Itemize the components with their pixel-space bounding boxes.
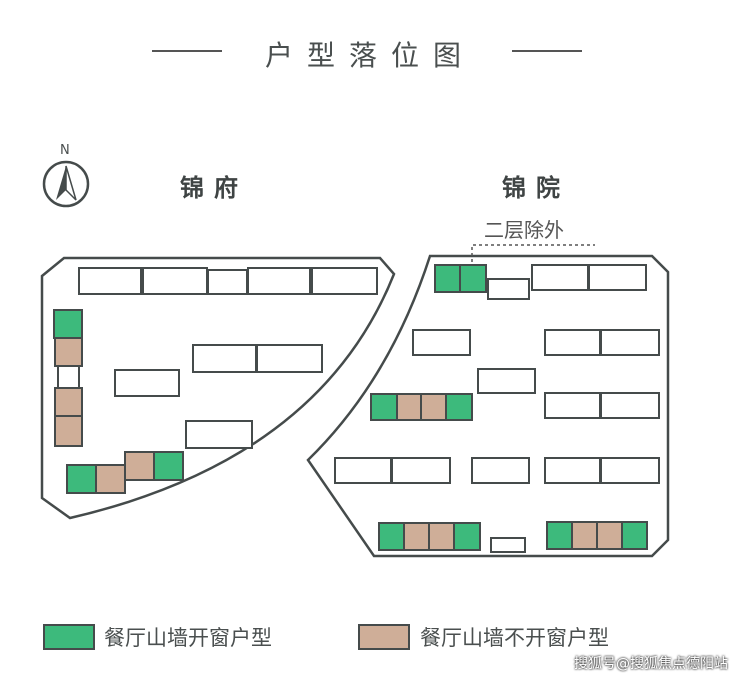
legend-swatch-green xyxy=(43,624,95,650)
building xyxy=(477,368,536,394)
building xyxy=(247,267,311,295)
watermark: 搜狐号@搜狐焦点德阳站 xyxy=(574,656,728,672)
building xyxy=(471,457,530,484)
unit-no-window xyxy=(596,521,623,550)
building xyxy=(391,457,451,484)
unit-no-window xyxy=(54,415,83,447)
building xyxy=(256,344,323,373)
title-right-rule xyxy=(512,50,582,52)
building xyxy=(490,537,526,553)
unit-window xyxy=(66,464,97,494)
left-block-outline xyxy=(40,256,396,520)
unit-window xyxy=(546,521,573,550)
legend-swatch-tan xyxy=(358,624,410,650)
unit-window xyxy=(370,393,398,421)
unit-no-window xyxy=(54,337,83,367)
legend-label-tan: 餐厅山墙不开窗户型 xyxy=(420,626,609,650)
north-arrow-icon xyxy=(42,160,90,208)
note-leader-line xyxy=(471,244,595,268)
unit-no-window xyxy=(420,393,447,421)
building xyxy=(207,269,248,295)
building xyxy=(588,264,647,291)
unit-window xyxy=(378,522,405,551)
building xyxy=(192,344,257,373)
unit-window xyxy=(459,264,487,293)
building xyxy=(600,457,660,484)
building xyxy=(544,457,601,484)
building xyxy=(114,369,180,397)
building xyxy=(600,392,660,419)
building xyxy=(412,329,471,356)
building xyxy=(311,267,378,295)
building xyxy=(334,457,392,484)
building xyxy=(142,267,208,295)
unit-no-window xyxy=(428,522,455,551)
unit-no-window xyxy=(54,387,83,417)
right-block-name: 锦院 xyxy=(502,174,570,202)
unit-window xyxy=(53,309,83,339)
building xyxy=(544,329,601,356)
unit-window xyxy=(434,264,461,293)
building xyxy=(185,420,253,449)
building xyxy=(531,264,589,291)
unit-no-window xyxy=(95,464,126,494)
building xyxy=(544,392,601,419)
north-label: N xyxy=(60,143,70,158)
building xyxy=(487,278,530,300)
left-block-name: 锦府 xyxy=(180,174,248,202)
building xyxy=(600,329,660,356)
unit-window xyxy=(153,451,184,481)
right-block-note: 二层除外 xyxy=(484,218,564,242)
right-block-outline xyxy=(306,254,670,558)
building xyxy=(57,365,80,389)
unit-window xyxy=(445,393,473,421)
unit-window xyxy=(621,521,648,550)
building xyxy=(78,267,142,295)
title-left-rule xyxy=(152,50,222,52)
unit-no-window xyxy=(396,393,422,421)
unit-no-window xyxy=(403,522,430,551)
unit-no-window xyxy=(571,521,598,550)
legend-label-green: 餐厅山墙开窗户型 xyxy=(104,626,272,650)
page-title: 户型落位图 xyxy=(264,39,475,72)
unit-window xyxy=(453,522,481,551)
unit-no-window xyxy=(124,451,155,481)
buildings xyxy=(53,264,660,553)
